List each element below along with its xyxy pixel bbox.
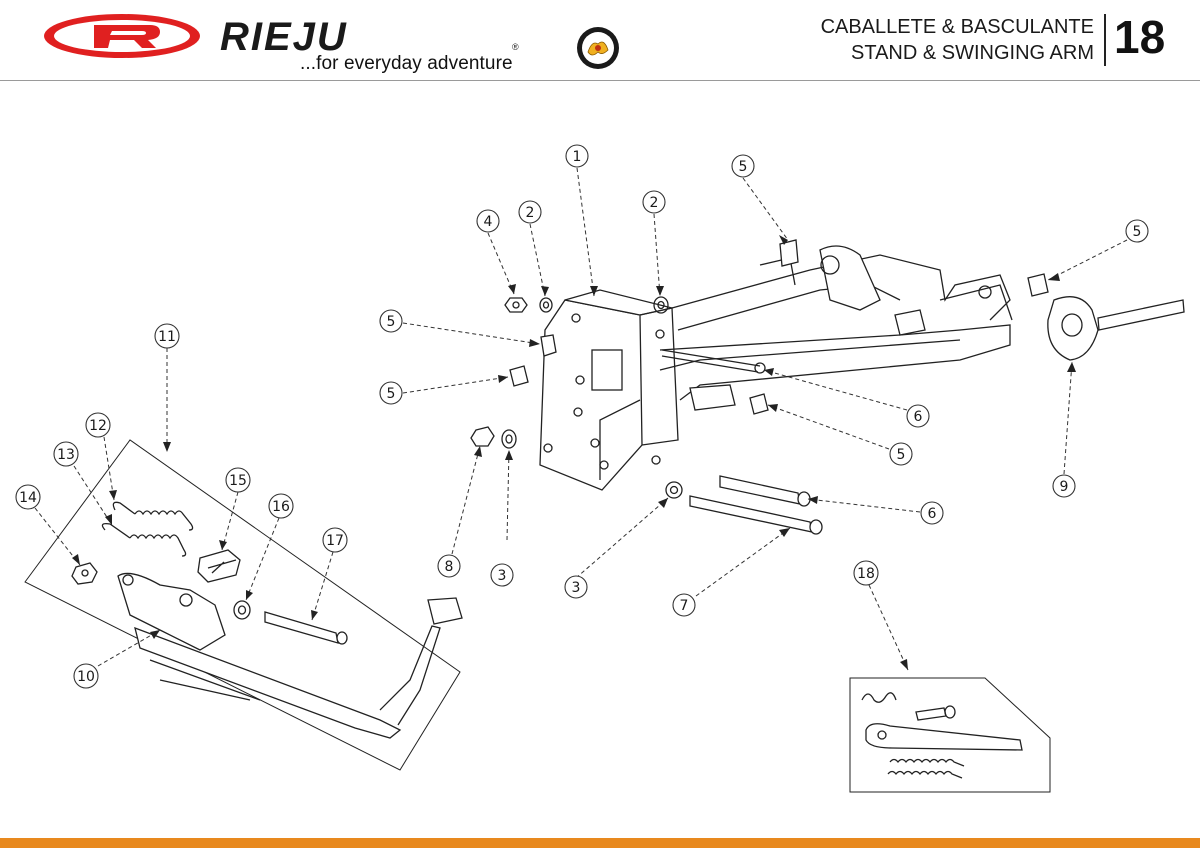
callout-5: 5 xyxy=(731,154,755,178)
svg-text:6: 6 xyxy=(914,409,923,425)
callout-5: 5 xyxy=(1125,219,1149,243)
page-title-spanish: CABALLETE & BASCULANTE xyxy=(820,16,1094,38)
callout-5: 5 xyxy=(379,309,403,333)
svg-text:5: 5 xyxy=(897,447,906,463)
callout-9: 9 xyxy=(1052,474,1076,498)
callout-leaders xyxy=(34,167,1128,671)
callout-7: 7 xyxy=(672,593,696,617)
svg-text:13: 13 xyxy=(57,447,75,463)
callout-5: 5 xyxy=(889,442,913,466)
svg-text:12: 12 xyxy=(89,418,107,434)
swinging-arm-drawing xyxy=(539,245,1013,491)
svg-text:18: 18 xyxy=(857,566,875,582)
svg-text:9: 9 xyxy=(1060,479,1069,495)
callout-13: 13 xyxy=(53,441,79,467)
page-title-english: STAND & SWINGING ARM xyxy=(851,42,1094,64)
svg-text:10: 10 xyxy=(77,669,95,685)
callout-3: 3 xyxy=(490,563,514,587)
callout-arrowheads xyxy=(72,235,1076,670)
kit-inset-drawing xyxy=(849,677,1051,793)
callout-14: 14 xyxy=(15,484,41,510)
rieju-logo: RIEJU ® xyxy=(44,14,519,59)
callout-3: 3 xyxy=(564,575,588,599)
page-number: 18 xyxy=(1114,11,1166,63)
callout-1: 1 xyxy=(565,144,589,168)
svg-text:5: 5 xyxy=(1133,224,1142,240)
callout-2: 2 xyxy=(642,190,666,214)
svg-text:4: 4 xyxy=(484,214,493,230)
callout-16: 16 xyxy=(268,493,294,519)
callout-11: 11 xyxy=(154,323,180,349)
svg-text:5: 5 xyxy=(387,386,396,402)
callout-8: 8 xyxy=(437,554,461,578)
svg-text:5: 5 xyxy=(739,159,748,175)
title-divider xyxy=(1104,14,1106,66)
svg-text:®: ® xyxy=(512,42,519,52)
tagline: ...for everyday adventure xyxy=(300,53,513,74)
svg-text:15: 15 xyxy=(229,473,247,489)
svg-text:17: 17 xyxy=(326,533,344,549)
callout-6: 6 xyxy=(920,501,944,525)
svg-text:8: 8 xyxy=(445,559,454,575)
callout-bubbles: 1 2 2 3 3 4 5 5 5 5 5 6 6 7 8 9 10 11 12… xyxy=(15,144,1149,689)
svg-text:14: 14 xyxy=(19,490,37,506)
svg-text:16: 16 xyxy=(272,499,290,515)
svg-text:2: 2 xyxy=(526,205,535,221)
red-bike-badge-icon xyxy=(577,27,619,69)
svg-text:5: 5 xyxy=(387,314,396,330)
svg-text:3: 3 xyxy=(572,580,581,596)
loose-hardware-drawing xyxy=(470,239,1185,535)
callout-6: 6 xyxy=(906,404,930,428)
svg-text:2: 2 xyxy=(650,195,659,211)
callout-17: 17 xyxy=(322,527,348,553)
svg-text:6: 6 xyxy=(928,506,937,522)
callout-12: 12 xyxy=(85,412,111,438)
callout-18: 18 xyxy=(853,560,879,586)
svg-text:7: 7 xyxy=(680,598,689,614)
callout-10: 10 xyxy=(73,663,99,689)
callout-5: 5 xyxy=(379,381,403,405)
brand-wordmark: RIEJU xyxy=(220,15,348,59)
callout-4: 4 xyxy=(476,209,500,233)
callout-15: 15 xyxy=(225,467,251,493)
svg-text:3: 3 xyxy=(498,568,507,584)
side-stand-kit-drawing xyxy=(24,439,463,771)
page-header: RIEJU ® ...for everyday adventure CABALL… xyxy=(0,0,1200,81)
svg-text:1: 1 xyxy=(573,149,582,165)
callout-2: 2 xyxy=(518,200,542,224)
exploded-parts-diagram: 1 2 2 3 3 4 5 5 5 5 5 6 6 7 8 9 10 11 12… xyxy=(15,144,1185,793)
svg-text:11: 11 xyxy=(158,329,176,345)
footer-accent-bar xyxy=(0,838,1200,848)
